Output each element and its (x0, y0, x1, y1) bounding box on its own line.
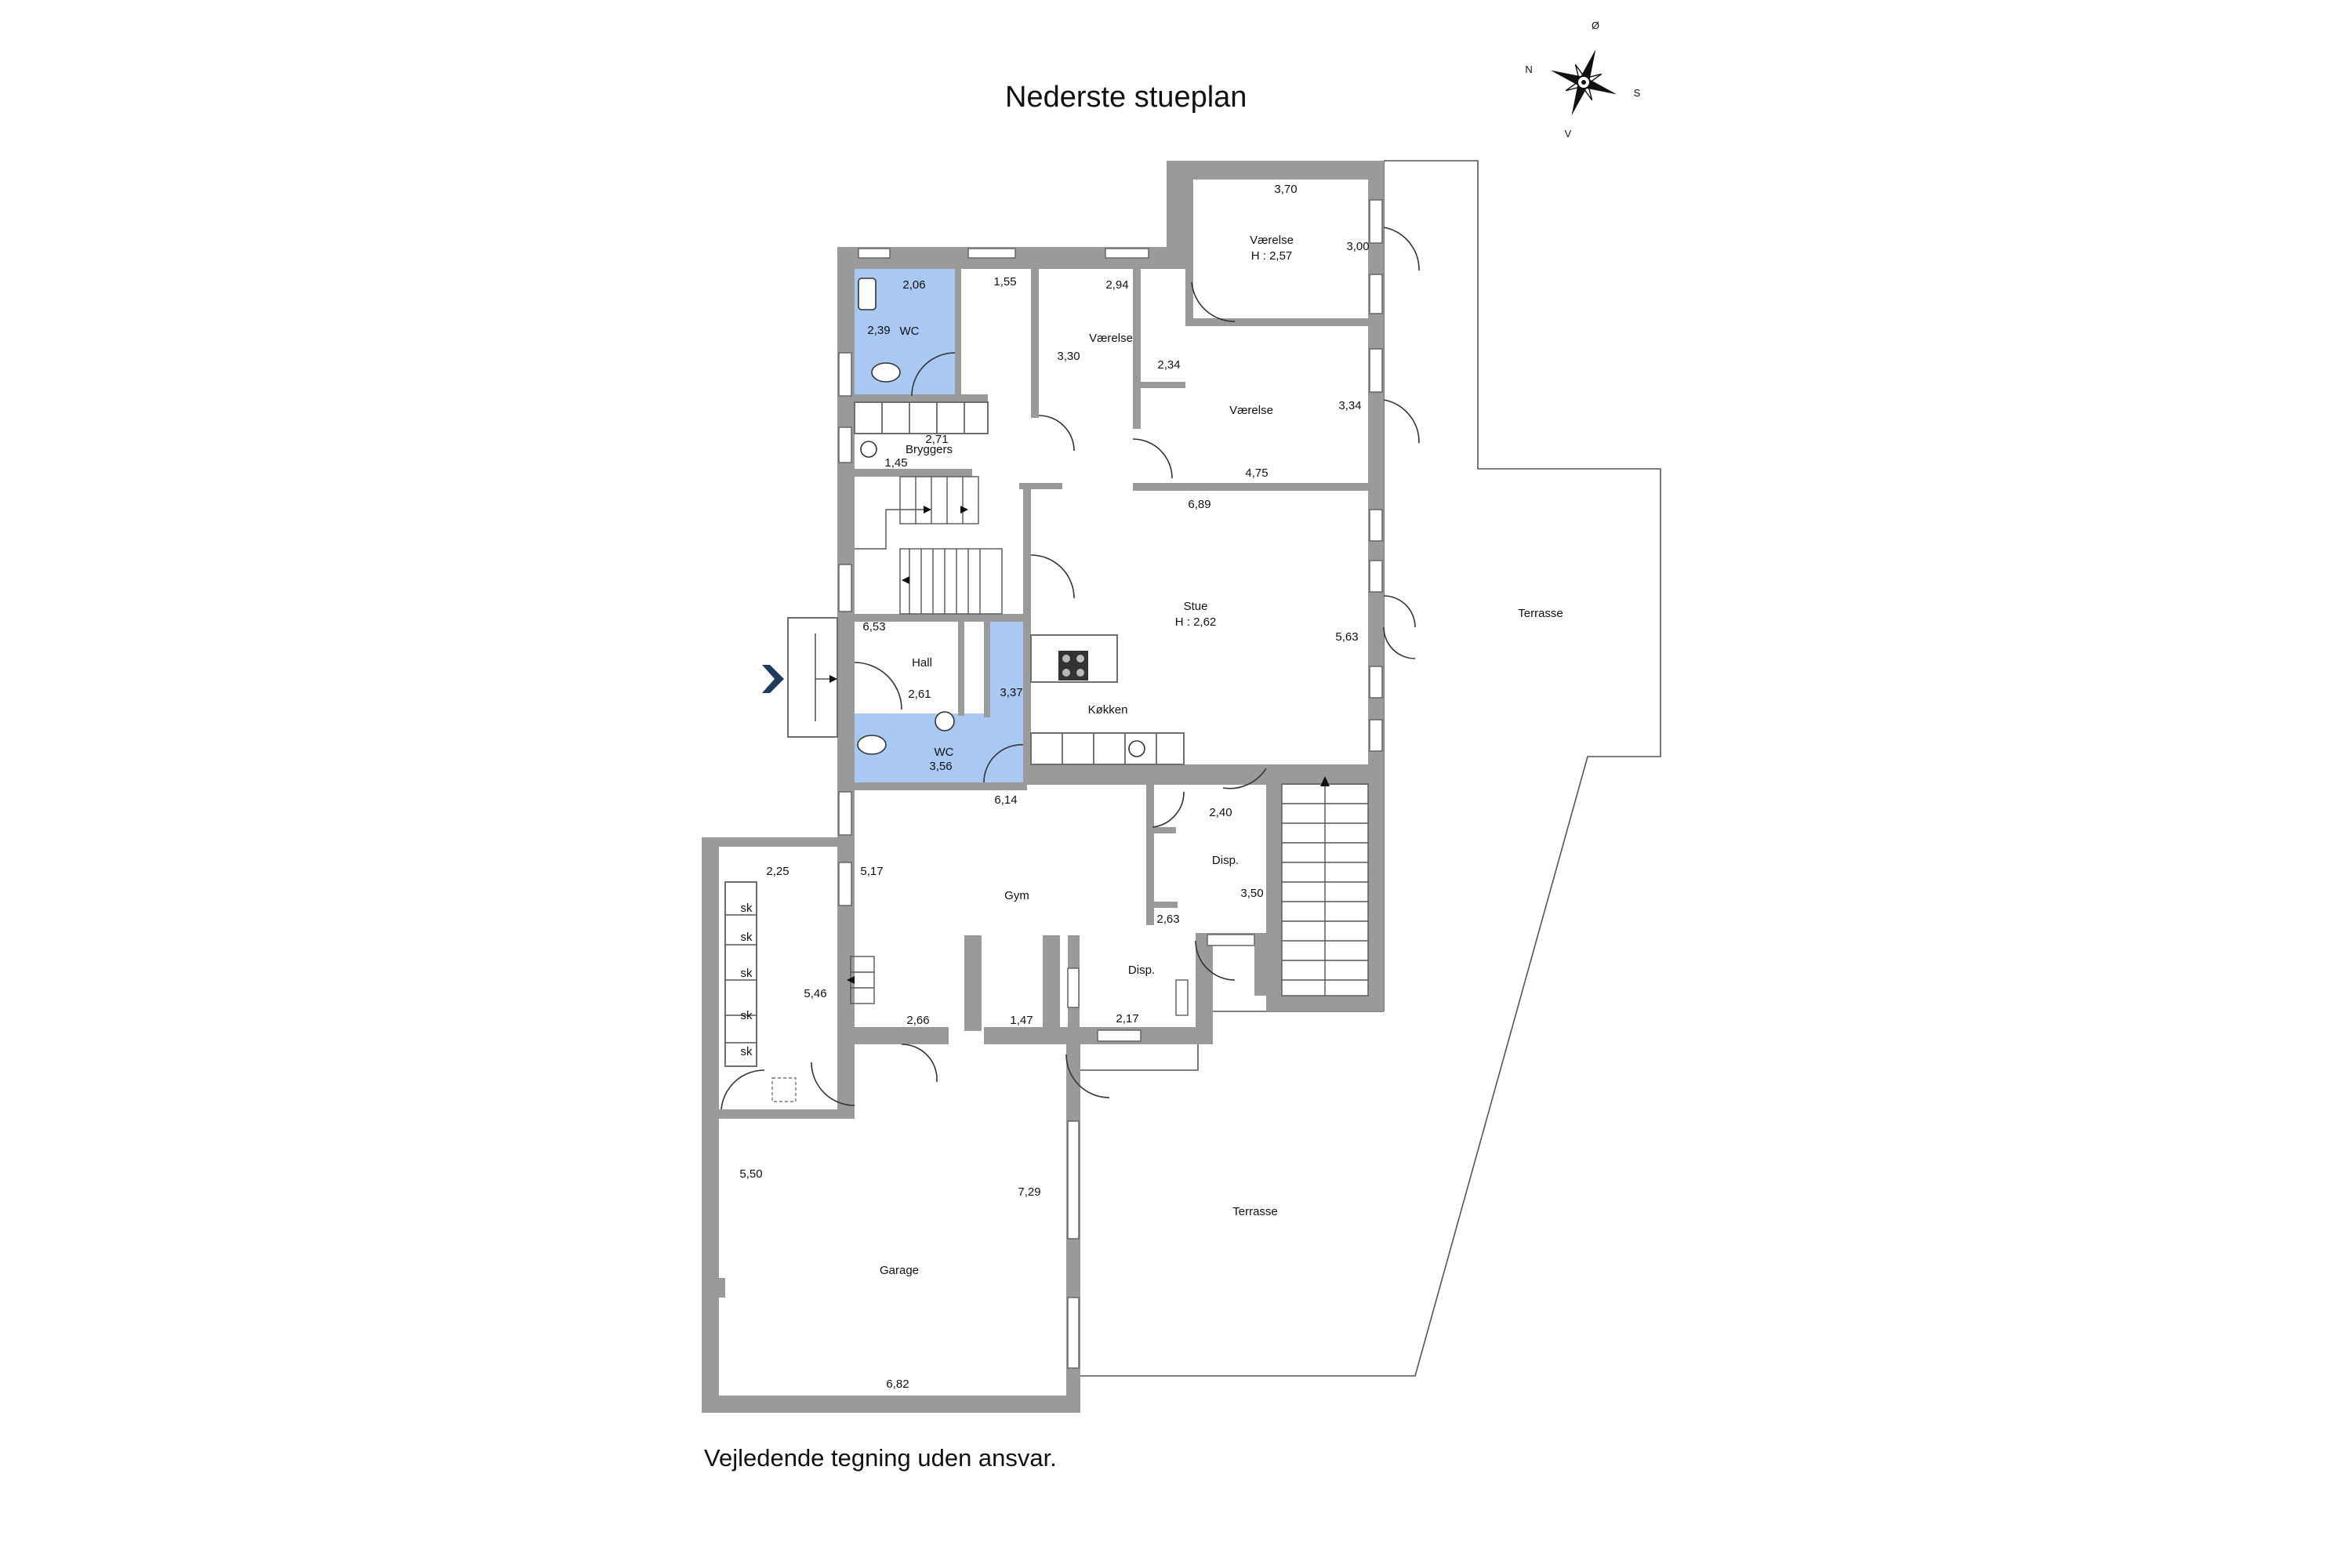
doors (720, 227, 1420, 1110)
dim-label: 2,06 (902, 278, 925, 292)
dim-label: 2,34 (1157, 358, 1180, 372)
toilet-icon (871, 362, 901, 383)
room-terrasse-upper: Terrasse (1518, 607, 1563, 620)
dim-label: 3,34 (1338, 399, 1361, 412)
room-disp-upper: Disp. (1212, 854, 1239, 867)
room-stue: Stue (1184, 600, 1208, 613)
compass-v: V (1565, 128, 1572, 140)
compass-rose-icon: N Ø S V (1525, 20, 1640, 140)
staircase-outdoor (1270, 768, 1384, 1007)
dim-label: 3,70 (1274, 183, 1297, 196)
dim-label: 2,94 (1105, 278, 1128, 292)
dim-label: 2,66 (906, 1014, 929, 1027)
dim-label: 5,63 (1335, 630, 1358, 644)
entrance-arrow-icon (762, 665, 784, 693)
sink-icon (858, 278, 877, 310)
room-vaerelse-mid: Værelse (1229, 404, 1273, 417)
garage-stair (847, 956, 875, 1004)
room-garage: Garage (880, 1264, 919, 1277)
cabinet-label: sk (741, 967, 753, 980)
dim-label: 2,39 (867, 324, 890, 337)
dim-label: 3,30 (1057, 350, 1080, 363)
sanitary-fixtures (857, 278, 1145, 757)
dim-label: 2,63 (1156, 913, 1179, 926)
toilet-icon (857, 735, 887, 755)
room-hall: Hall (912, 656, 932, 670)
dim-label: 5,50 (739, 1167, 762, 1181)
dim-label: 3,50 (1240, 887, 1263, 900)
room-vaerelse-top-height: H : 2,57 (1251, 249, 1293, 263)
wc-lower-floor-ext (984, 619, 1023, 717)
dim-label: 4,75 (1245, 466, 1268, 480)
room-gym: Gym (1004, 889, 1029, 902)
dim-label: 7,29 (1018, 1185, 1040, 1199)
dim-label: 5,46 (804, 987, 826, 1000)
room-vaerelse-top: Værelse (1250, 234, 1294, 247)
dim-label: 2,61 (908, 688, 931, 701)
room-bryggers: Bryggers (906, 443, 953, 456)
sink-icon (935, 711, 955, 731)
storage-cabinets (724, 881, 797, 1102)
cooktop-icon (1058, 651, 1088, 681)
disclaimer: Vejledende tegning uden ansvar. (704, 1444, 1057, 1472)
staircase-central (855, 476, 1003, 615)
dimension-labels: 3,70 3,00 2,06 1,55 2,94 2,39 3,30 2,34 … (739, 183, 1369, 1391)
dim-label: 2,40 (1209, 806, 1232, 819)
room-wc-lower: WC (935, 746, 954, 759)
room-disp-lower: Disp. (1128, 964, 1155, 977)
dim-label: 6,82 (886, 1377, 909, 1391)
dim-label: 2,17 (1116, 1012, 1138, 1025)
kitchen-fixtures (1030, 634, 1185, 765)
dim-label: 6,14 (994, 793, 1017, 807)
compass-n: N (1525, 64, 1532, 75)
compass-o: Ø (1592, 20, 1599, 31)
dim-label: 6,53 (862, 620, 885, 633)
dim-label: 1,55 (993, 275, 1016, 289)
bryggers-counter (854, 401, 989, 434)
compass-s: S (1634, 87, 1641, 99)
cabinet-label: sk (741, 1045, 753, 1058)
dim-label: 3,37 (1000, 686, 1022, 699)
plan-title: Nederste stueplan (1005, 81, 1247, 114)
dim-label: 2,25 (766, 865, 789, 878)
windows (838, 199, 1383, 1369)
room-wc-upper: WC (900, 325, 920, 338)
room-vaerelse-small: Værelse (1089, 332, 1133, 345)
dim-label: 2,71 (925, 433, 948, 446)
room-koekken: Køkken (1088, 703, 1128, 717)
dim-label: 3,00 (1346, 240, 1369, 253)
room-terrasse-lower: Terrasse (1232, 1205, 1278, 1218)
sink-icon (1128, 740, 1145, 757)
dim-label: 6,89 (1188, 498, 1210, 511)
dim-label: 3,56 (929, 760, 952, 773)
room-labels: WC Bryggers Værelse Værelse Værelse H : … (741, 234, 1563, 1277)
dim-label: 1,45 (884, 456, 907, 470)
cabinet-label: sk (741, 931, 753, 944)
cabinet-label: sk (741, 1009, 753, 1022)
dim-label: 1,47 (1010, 1014, 1033, 1027)
room-stue-height: H : 2,62 (1175, 615, 1217, 629)
sink-icon (860, 441, 877, 458)
cabinet-label: sk (741, 902, 753, 915)
dim-label: 5,17 (860, 865, 883, 878)
